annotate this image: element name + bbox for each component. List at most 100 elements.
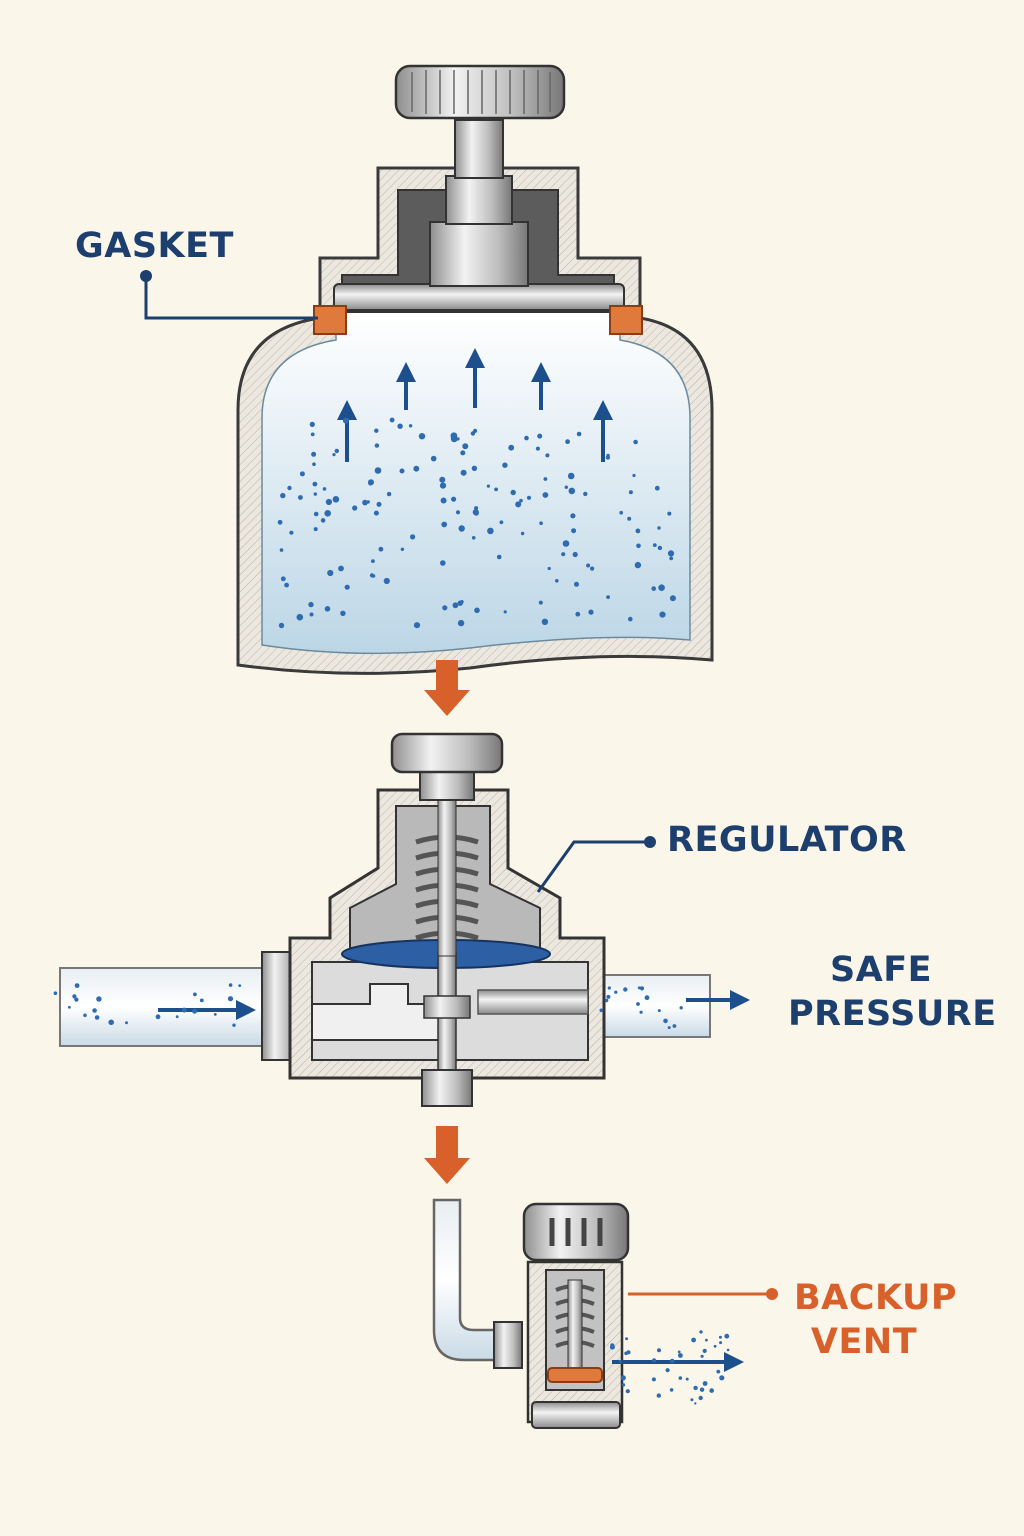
gas-particle [541, 618, 549, 625]
gas-particle [324, 606, 331, 612]
gas-particle [657, 545, 663, 551]
gas-particle [474, 506, 479, 511]
gas-particle [669, 1358, 675, 1364]
gas-particle [667, 550, 675, 557]
gas-particle [457, 619, 465, 627]
gas-particle [625, 1337, 629, 1341]
gas-particle [644, 995, 650, 1001]
gas-particle [605, 455, 611, 460]
gas-particle [238, 984, 242, 987]
gas-particle [386, 491, 392, 497]
gas-particle [586, 563, 591, 568]
gas-particle [278, 622, 285, 629]
gas-particle [287, 485, 292, 491]
gas-particle [636, 543, 641, 549]
gas-particle [669, 556, 674, 561]
gas-particle [606, 595, 610, 599]
gas-particle [397, 423, 403, 429]
gas-particle [309, 612, 314, 617]
gas-particle [53, 991, 58, 995]
gas-particle [694, 1402, 697, 1405]
gas-particle [599, 1008, 604, 1013]
gas-particle [334, 448, 339, 454]
gas-particle [685, 1377, 689, 1381]
gas-particle [538, 600, 543, 605]
gas-particle [408, 424, 413, 428]
regulator-label: REGULATOR [667, 818, 907, 862]
gas-particle [284, 582, 289, 588]
gas-particle [632, 473, 636, 478]
gas-particle [352, 505, 358, 511]
gas-particle [634, 561, 642, 569]
gas-particle [542, 492, 549, 498]
backup-vent-label: BACKUP VENT [794, 1276, 957, 1364]
gas-particle [620, 1375, 626, 1381]
backup-vent [432, 1198, 744, 1429]
tank-knob [394, 64, 566, 120]
gas-particle [667, 1026, 671, 1030]
gas-particle [308, 601, 314, 608]
gas-particle [719, 1341, 723, 1345]
gas-particle [659, 611, 666, 618]
gas-particle [637, 986, 641, 990]
gas-particle [658, 584, 665, 591]
gas-particle [441, 521, 448, 528]
gas-particle [691, 1337, 696, 1343]
safe-pressure-label: SAFE PRESSURE [788, 948, 996, 1036]
gas-particle [298, 495, 303, 500]
gas-particle [313, 492, 317, 496]
gas-particle [324, 510, 332, 517]
gas-particle [679, 1006, 683, 1010]
gas-particle [672, 1024, 677, 1028]
gas-particle [342, 417, 350, 424]
gas-particle [299, 471, 305, 477]
gas-particle [74, 983, 80, 988]
gas-particle [519, 498, 523, 503]
gas-particle [175, 1015, 179, 1019]
gas-particle [588, 609, 594, 615]
gasket-label-text: GASKET [75, 226, 234, 266]
gas-particle [378, 546, 384, 552]
gasket-label: GASKET [75, 224, 234, 268]
gas-particle [340, 610, 346, 616]
gas-particle [374, 428, 379, 433]
gas-particle [496, 554, 502, 560]
gas-particle [289, 530, 294, 535]
gas-particle [625, 1389, 630, 1394]
gas-particle [313, 511, 319, 517]
regulator-leader [536, 840, 650, 893]
gas-particle [526, 495, 532, 500]
gas-particle [368, 481, 373, 486]
gas-particle [470, 431, 476, 436]
gas-particle [567, 472, 575, 480]
gas-particle [539, 521, 543, 525]
gas-particle [400, 547, 405, 551]
vent-seat [547, 1367, 603, 1383]
gas-particle [609, 1344, 615, 1350]
gas-particle [702, 1348, 707, 1353]
gas-particle [92, 1008, 97, 1013]
gas-particle [471, 465, 478, 471]
gas-particle [575, 611, 581, 617]
gas-particle [455, 510, 461, 515]
gas-particle [663, 1018, 668, 1024]
gas-particle [635, 528, 641, 534]
gas-particle [376, 501, 382, 507]
vent-cap [522, 1202, 630, 1262]
flow-arrow-2 [424, 1126, 470, 1184]
gas-particle [628, 616, 633, 622]
gas-particle [547, 566, 551, 571]
gas-particle [232, 1023, 236, 1027]
gas-particle [639, 986, 645, 991]
gas-particle [677, 1350, 681, 1354]
gas-particle [623, 987, 628, 992]
gas-particle [626, 1350, 631, 1355]
gas-particle [690, 1398, 694, 1402]
gas-particle [442, 605, 448, 611]
gas-particle [72, 994, 77, 999]
gas-particle [313, 527, 318, 532]
gas-particle [280, 576, 286, 582]
gas-particle [564, 485, 568, 489]
gas-particle [193, 992, 197, 997]
